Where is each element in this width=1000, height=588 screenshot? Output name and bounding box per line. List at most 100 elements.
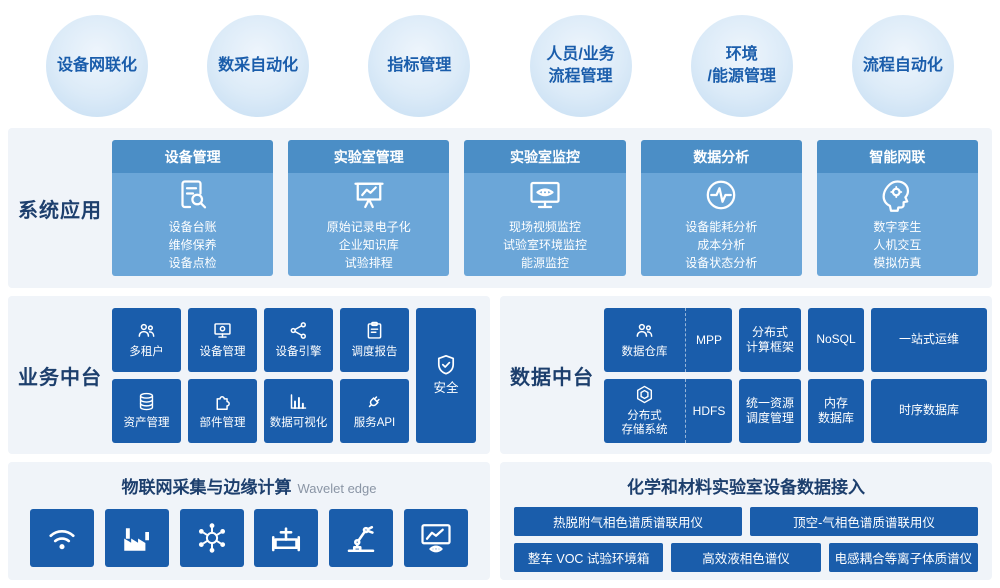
capability-circle-device-networking: 设备网联化 (46, 15, 148, 117)
pipeline-valve-icon (268, 520, 304, 556)
app-card-item: 试验排程 (344, 256, 393, 270)
share-nodes-icon (288, 320, 309, 341)
section-label-data-platform: 数据中台 (510, 366, 594, 389)
system-apps-section: 系统应用 设备管理 设备台账 维修保养 设备点检 实验室管理 (8, 128, 992, 288)
app-card-items: 设备台账 维修保养 设备点检 (169, 218, 217, 272)
clipboard-report-icon (364, 320, 385, 341)
middle-platforms-row: 业务中台 多租户 设备管理 设备引擎 调度报告 (8, 296, 992, 454)
iot-tile-valve (254, 509, 319, 567)
app-card-item: 模拟仿真 (873, 256, 922, 270)
network-nodes-icon (194, 520, 230, 556)
tile-label: 部件管理 (199, 416, 246, 429)
tile-label: 多租户 (129, 345, 164, 358)
tile-multi-tenant: 多租户 (112, 307, 181, 372)
iot-edge-title-text: 物联网采集与边缘计算 (121, 478, 292, 497)
app-card-item: 试验室环境监控 (503, 238, 588, 252)
lab-tile-td-gcms: 热脱附气相色谱质谱联用仪 (514, 507, 742, 536)
tile-label: 一站式运维 (898, 332, 959, 346)
bottom-row: 物联网采集与边缘计算 Wavelet edge 化学和材料实验室设备数据接入 热脱… (8, 462, 992, 580)
tile-distributed-storage-hdfs: 分布式 存储系统 HDFS (604, 378, 732, 443)
bar-chart-icon (288, 391, 309, 412)
iot-tile-monitor (403, 509, 468, 567)
lab-tiles-row: 热脱附气相色谱质谱联用仪 顶空-气相色谱质谱联用仪 (514, 507, 978, 536)
plug-api-icon (364, 391, 385, 412)
tile-label: 服务API (353, 416, 396, 429)
iot-edge-subtitle: Wavelet edge (297, 481, 377, 496)
tile-hdfs: HDFS (692, 403, 726, 418)
app-card-items: 原始记录电子化 企业知识库 试验排程 (327, 218, 411, 272)
app-card-items: 设备能耗分析 成本分析 设备状态分析 (685, 218, 757, 272)
factory-icon (119, 520, 155, 556)
tile-one-stop-ops: 一站式运维 (871, 307, 987, 372)
tile-label: 调度报告 (351, 345, 398, 358)
tile-label: NoSQL (816, 332, 856, 346)
business-platform-grid: 多租户 设备管理 设备引擎 调度报告 安全 (112, 307, 476, 443)
app-cards: 设备管理 设备台账 维修保养 设备点检 实验室管理 原始记录电子化 企 (112, 140, 992, 276)
app-card-body: 设备台账 维修保养 设备点检 (112, 173, 274, 276)
iot-tile-sensor (30, 509, 94, 567)
lab-tile-voc-chamber: 整车 VOC 试验环境箱 (514, 543, 664, 572)
tile-label: 统一资源 调度管理 (745, 395, 794, 425)
smart-head-gear-icon (879, 177, 915, 213)
section-label-business-platform: 业务中台 (18, 366, 102, 389)
device-monitor-icon (212, 320, 233, 341)
app-card-item: 人机交互 (873, 238, 922, 252)
tile-device-engine: 设备引擎 (264, 307, 333, 372)
monitor-analytics-icon (418, 520, 454, 556)
app-card-item: 原始记录电子化 (326, 220, 411, 234)
tile-in-memory-database: 内存 数据库 (808, 378, 864, 443)
iot-tile-network (179, 509, 244, 567)
app-card-body: 原始记录电子化 企业知识库 试验排程 (288, 173, 450, 276)
app-card-item: 成本分析 (697, 238, 746, 252)
app-card-title: 设备管理 (112, 140, 274, 173)
app-card-body: 现场视频监控 试验室环境监控 能源监控 (464, 173, 626, 276)
lab-tile-headspace-gcms: 顶空-气相色谱质谱联用仪 (750, 507, 978, 536)
app-card-equipment-management: 设备管理 设备台账 维修保养 设备点检 (112, 140, 274, 276)
app-card-lab-management: 实验室管理 原始记录电子化 企业知识库 试验排程 (288, 140, 450, 276)
tile-unified-resource-scheduling: 统一资源 调度管理 (739, 378, 801, 443)
lab-tile-hplc: 高效液相色谱仪 (671, 543, 821, 572)
iot-tiles (8, 509, 490, 567)
hexagon-storage-icon (634, 384, 655, 405)
tile-label: 数据仓库 (621, 345, 668, 358)
iot-edge-section: 物联网采集与边缘计算 Wavelet edge (8, 462, 490, 580)
tile-label: 分布式 计算框架 (745, 324, 794, 354)
capability-circles-row: 设备网联化 数采自动化 指标管理 人员/业务 流程管理 环境 /能源管理 流程自… (0, 0, 1000, 124)
puzzle-icon (212, 391, 233, 412)
app-card-body: 设备能耗分析 成本分析 设备状态分析 (640, 173, 802, 276)
tile-security: 安全 (416, 307, 476, 443)
tile-label: 安全 (433, 381, 459, 396)
app-card-item: 数字孪生 (873, 220, 922, 234)
multi-tenant-users-icon (136, 320, 157, 341)
tile-label: 设备管理 (199, 345, 246, 358)
capability-circle-data-acquisition: 数采自动化 (207, 15, 310, 117)
app-card-title: 数据分析 (640, 140, 802, 173)
tile-service-api: 服务API (340, 378, 409, 443)
app-card-item: 现场视频监控 (509, 220, 582, 234)
app-card-item: 设备点检 (168, 256, 217, 270)
capability-circle-personnel-process: 人员/业务 流程管理 (529, 15, 632, 117)
business-platform-section: 业务中台 多租户 设备管理 设备引擎 调度报告 (8, 296, 490, 454)
tile-mpp: MPP (695, 332, 722, 347)
app-card-title: 实验室管理 (288, 140, 450, 173)
warehouse-users-icon (634, 320, 655, 341)
tile-device-management: 设备管理 (188, 307, 257, 372)
tile-label: 时序数据库 (898, 403, 959, 417)
iot-tile-robot-arm (329, 509, 394, 567)
iot-edge-title: 物联网采集与边缘计算 Wavelet edge (8, 473, 490, 498)
pulse-analysis-icon (703, 177, 739, 213)
tile-dispatch-report: 调度报告 (340, 307, 409, 372)
lab-access-section: 化学和材料实验室设备数据接入 热脱附气相色谱质谱联用仪 顶空-气相色谱质谱联用仪… (500, 462, 992, 580)
section-label-system-apps: 系统应用 (18, 199, 102, 222)
monitor-eye-icon (527, 177, 563, 213)
app-card-item: 设备状态分析 (685, 256, 758, 270)
lab-tile-icp-ms: 电感耦合等离子体质谱仪 (828, 543, 978, 572)
app-card-item: 企业知识库 (338, 238, 399, 252)
app-card-title: 实验室监控 (464, 140, 626, 173)
lab-tiles: 热脱附气相色谱质谱联用仪 顶空-气相色谱质谱联用仪 整车 VOC 试验环境箱 高… (514, 507, 978, 572)
app-card-item: 设备台账 (168, 220, 217, 234)
app-card-data-analysis: 数据分析 设备能耗分析 成本分析 设备状态分析 (640, 140, 802, 276)
tile-distributed-computing: 分布式 计算框架 (739, 307, 801, 372)
app-card-lab-monitoring: 实验室监控 现场视频监控 试验室环境监控 能源监控 (464, 140, 626, 276)
